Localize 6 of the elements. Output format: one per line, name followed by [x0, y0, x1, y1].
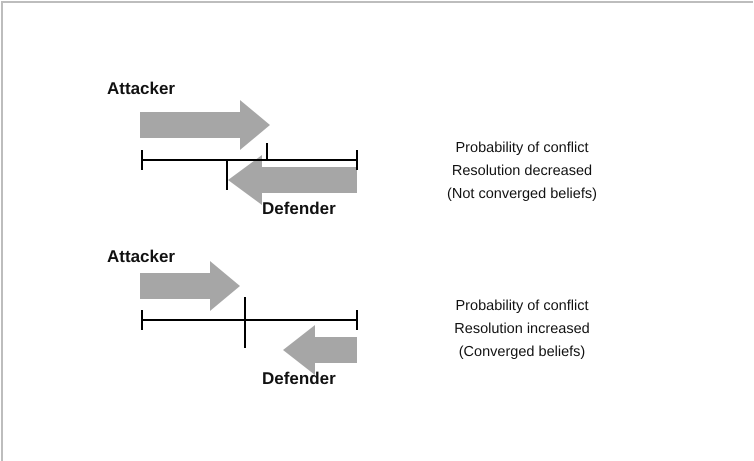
outcome-note: Probability of conflict Resolution decreased (Not converged beliefs) [446, 139, 598, 204]
defender-label: Defender [262, 369, 336, 389]
defender-label: Defender [262, 199, 336, 219]
attacker-label: Attacker [107, 247, 176, 267]
outcome-note: Probability of conflict Resolution increased (Converged beliefs) [453, 297, 591, 362]
attacker-label: Attacker [107, 79, 176, 99]
